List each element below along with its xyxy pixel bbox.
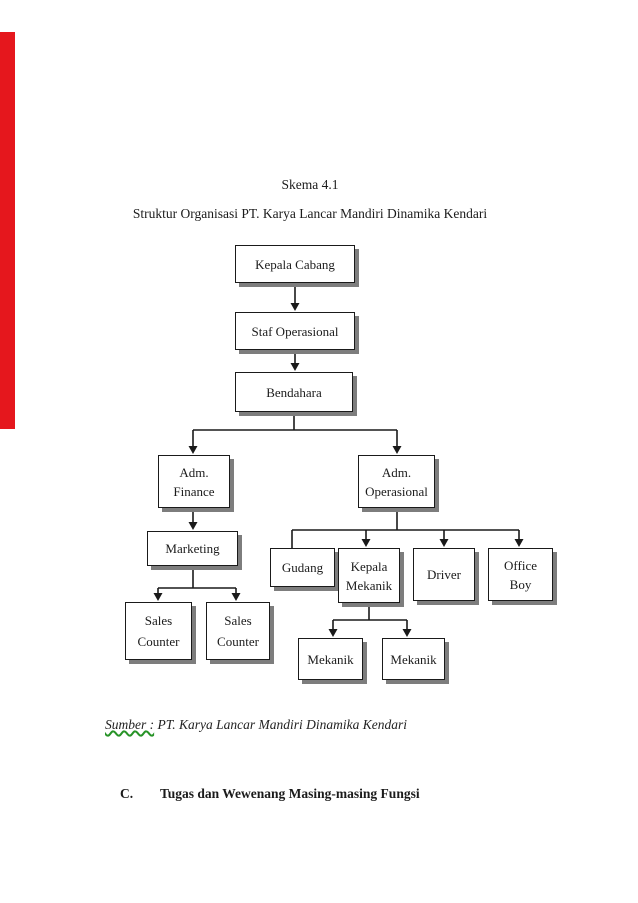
org-node-label: Mekanik [390,651,437,667]
org-node-staf-operasional: Staf Operasional [235,312,355,350]
org-node-label: Driver [427,567,461,582]
figure-number: Skema 4.1 [281,177,339,192]
org-node-label: Sales Counter [217,613,259,649]
org-node-office-boy: Office Boy [488,548,553,601]
org-node-label: Staf Operasional [251,323,339,339]
org-node-label: Adm. Operasional [365,464,428,499]
org-node-label: Bendahara [266,384,322,400]
section-title: Tugas dan Wewenang Masing-masing Fungsi [160,786,420,801]
org-node-kepala-mekanik: Kepala Mekanik [338,548,400,603]
org-node-driver: Driver [413,548,475,601]
org-node-bendahara: Bendahara [235,372,353,412]
org-node-mekanik-2: Mekanik [382,638,445,680]
org-node-label: Adm. Finance [173,464,215,499]
org-node-label: Kepala Mekanik [345,558,393,593]
org-node-label: Marketing [165,541,220,556]
section-marker: C. [120,786,134,801]
org-node-sales-counter-1: Sales Counter [125,602,192,660]
source-label: Sumber : [105,717,155,732]
org-node-adm-operasional: Adm. Operasional [358,455,435,508]
org-node-label: Sales Counter [137,613,180,649]
source-citation: Sumber : PT. Karya Lancar Mandiri Dinami… [105,717,407,733]
left-edge-red-stripe [0,32,15,429]
org-node-label: Office Boy [504,557,537,592]
org-node-mekanik-1: Mekanik [298,638,363,680]
org-node-sales-counter-2: Sales Counter [206,602,270,660]
org-node-label: Mekanik [307,651,354,667]
source-text: PT. Karya Lancar Mandiri Dinamika Kendar… [154,717,408,732]
org-node-adm-finance: Adm. Finance [158,455,230,508]
org-node-marketing: Marketing [147,531,238,566]
org-node-gudang: Gudang [270,548,335,587]
figure-title: Struktur Organisasi PT. Karya Lancar Man… [132,206,488,221]
org-node-kepala-cabang: Kepala Cabang [235,245,355,283]
org-node-label: Gudang [281,560,324,575]
org-node-label: Kepala Cabang [255,256,335,272]
figure-title-block: Skema 4.1 Struktur Organisasi PT. Karya … [0,176,620,223]
